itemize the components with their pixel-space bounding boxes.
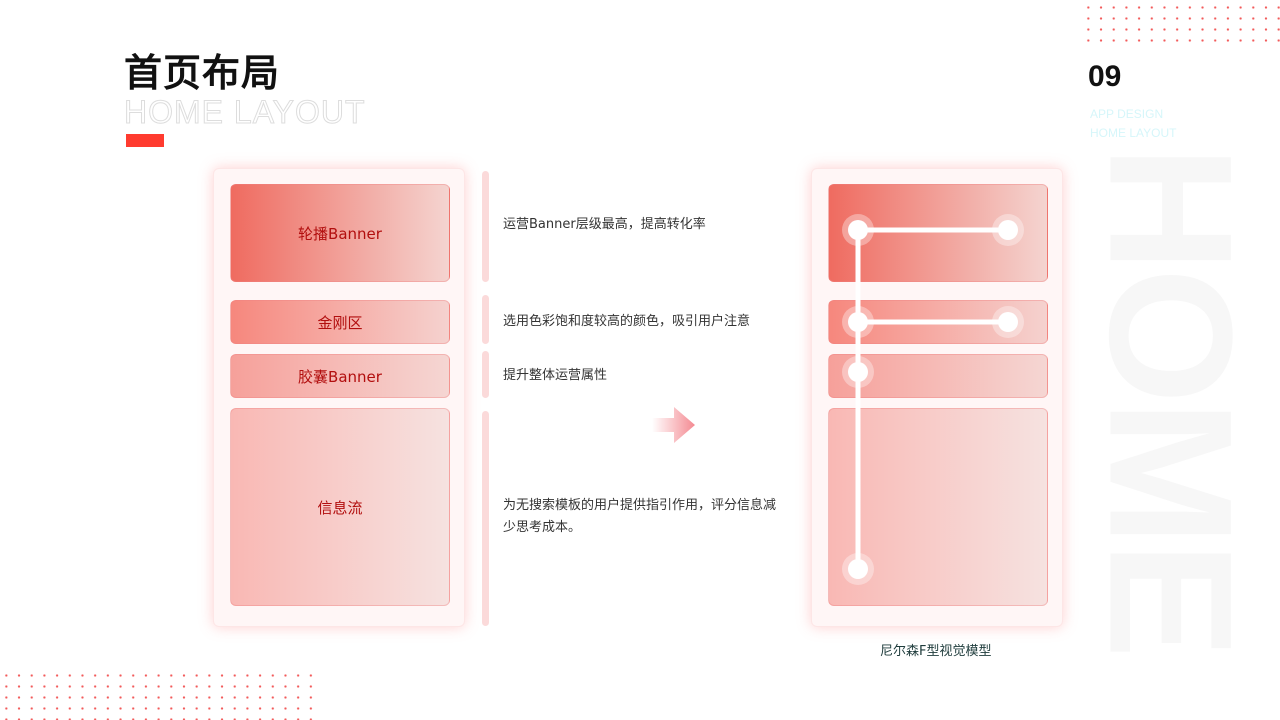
accent-bar (126, 134, 164, 147)
block-kingkong: 金刚区 (230, 300, 450, 344)
right-phone-mockup (811, 168, 1063, 627)
divider-bar (482, 295, 489, 344)
watermark-text: HOME (1072, 145, 1268, 655)
description-capsule: 提升整体运营属性 (503, 368, 608, 383)
f-pattern-path (842, 214, 1024, 585)
description-kingkong: 选用色彩饱和度较高的颜色，吸引用户注意 (503, 314, 751, 329)
decor-dots-top (1082, 2, 1280, 46)
page-title: 首页布局 (124, 51, 281, 95)
block-banner: 轮播Banner (230, 184, 450, 282)
divider-bar (482, 171, 489, 282)
block-capsule-banner: 胶囊Banner (230, 354, 450, 398)
block-label: 胶囊Banner (298, 367, 382, 386)
page-number: 09 (1088, 60, 1122, 93)
block-label: 信息流 (317, 498, 363, 517)
f-model-caption: 尼尔森F型视觉模型 (880, 644, 992, 659)
page-subtitle: HOME LAYOUT (124, 94, 366, 130)
arrow-right-icon (652, 407, 695, 443)
left-phone-mockup: 轮播Banner 金刚区 胶囊Banner 信息流 (213, 168, 465, 627)
tag-line-1: APP DESIGN (1090, 107, 1164, 121)
decor-dots-bottom (0, 670, 320, 720)
divider-bar (482, 351, 489, 398)
tag-line-2: HOME LAYOUT (1090, 126, 1177, 140)
block-label: 轮播Banner (298, 224, 382, 243)
description-feed: 为无搜索模板的用户提供指引作用，评分信息减少思考成本。 (503, 498, 777, 535)
divider-bar (482, 411, 489, 626)
block-feed: 信息流 (230, 408, 450, 606)
description-banner: 运营Banner层级最高，提高转化率 (503, 217, 706, 232)
block-label: 金刚区 (317, 313, 363, 332)
